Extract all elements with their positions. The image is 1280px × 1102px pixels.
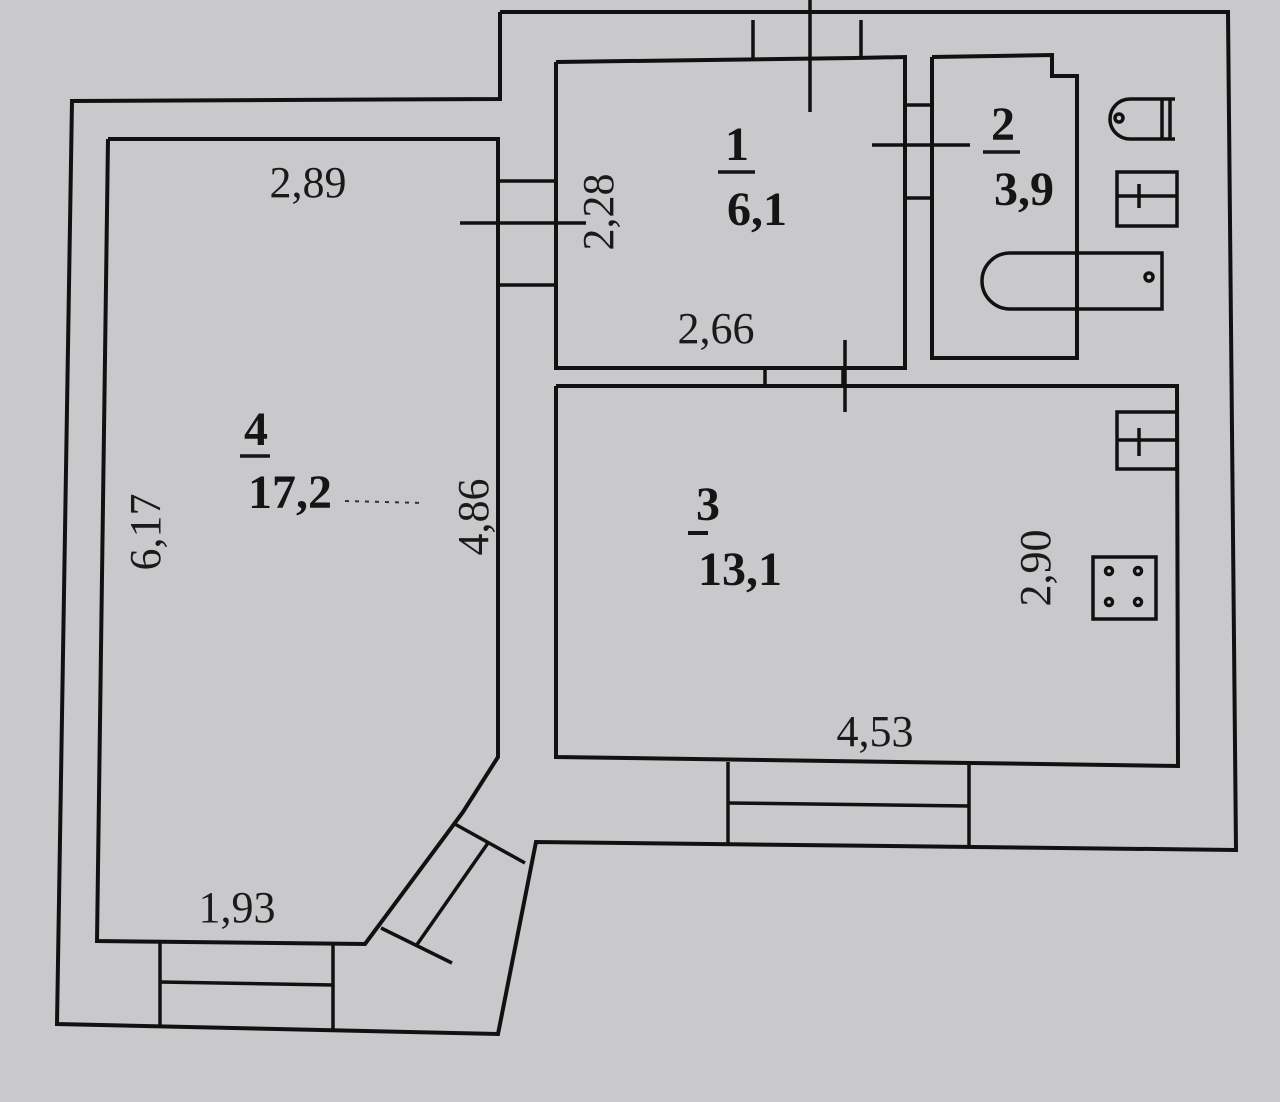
room-3-label: 3 13,1 bbox=[688, 478, 782, 596]
dim-room4-top: 2,89 bbox=[270, 158, 347, 207]
room-2-area: 3,9 bbox=[994, 163, 1054, 216]
dim-room4-bottom: 1,93 bbox=[199, 883, 276, 932]
door-room1-room3 bbox=[763, 340, 847, 412]
room-3-wall bbox=[554, 384, 1181, 769]
dim-room3-right: 2,90 bbox=[1011, 530, 1060, 607]
living-window-bottom bbox=[158, 943, 335, 1029]
entrance-door bbox=[751, 0, 863, 112]
living-window-angled bbox=[380, 821, 526, 965]
kitchen-sink-icon bbox=[1115, 410, 1179, 471]
room-4-area: 17,2 bbox=[248, 466, 332, 519]
room-1-area: 6,1 bbox=[727, 183, 787, 236]
room-1-wall bbox=[554, 54, 907, 370]
dim-room4-left: 6,17 bbox=[121, 494, 170, 571]
outer-wall bbox=[54, 10, 1239, 1037]
room-1-label: 1 6,1 bbox=[718, 118, 787, 236]
dim-room4-right: 4,86 bbox=[449, 479, 498, 556]
room-2-label: 2 3,9 bbox=[983, 98, 1054, 216]
bath-sink-icon bbox=[1115, 170, 1179, 228]
dim-room3-bottom: 4,53 bbox=[837, 707, 914, 756]
door-room1-room2 bbox=[872, 103, 970, 200]
room-4-label: 4 17,2 bbox=[240, 403, 426, 519]
door-room4-room1 bbox=[460, 179, 586, 287]
stove-icon bbox=[1091, 555, 1158, 621]
room-3-area: 13,1 bbox=[698, 543, 782, 596]
kitchen-window bbox=[726, 762, 971, 848]
bathtub-icon bbox=[980, 251, 1164, 311]
room-2-wall bbox=[930, 52, 1079, 360]
dim-room1-left: 2,28 bbox=[574, 174, 623, 251]
room-4-number: 4 bbox=[244, 403, 268, 456]
room-1-number: 1 bbox=[725, 118, 749, 171]
room-2-number: 2 bbox=[991, 98, 1015, 151]
dim-room1-bottom: 2,66 bbox=[678, 304, 755, 353]
room-3-number: 3 bbox=[696, 478, 720, 531]
room-4-wall bbox=[94, 137, 500, 947]
toilet-icon bbox=[1108, 97, 1175, 141]
